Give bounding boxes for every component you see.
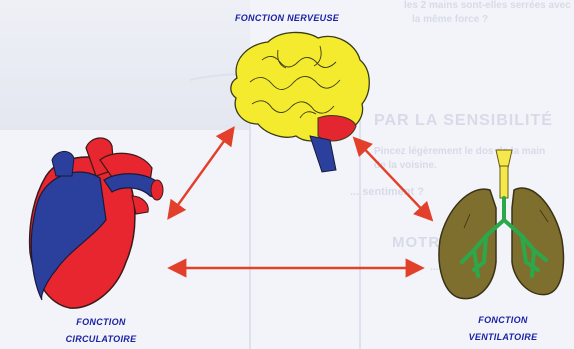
brain-icon bbox=[231, 32, 369, 172]
label-line-1: FONCTION bbox=[448, 312, 558, 329]
arrow-nerveuse-circulatoire bbox=[170, 130, 232, 216]
label-line-1: FONCTION bbox=[46, 314, 156, 331]
label-text: FONCTION NERVEUSE bbox=[235, 13, 339, 23]
label-fonction-nerveuse: FONCTION NERVEUSE bbox=[222, 10, 352, 27]
label-fonction-ventilatoire: FONCTION VENTILATOIRE bbox=[448, 312, 558, 346]
arrow-nerveuse-ventilatoire bbox=[356, 140, 430, 218]
label-fonction-circulatoire: FONCTION CIRCULATOIRE bbox=[46, 314, 156, 348]
heart-icon bbox=[30, 138, 163, 308]
label-line-2: CIRCULATOIRE bbox=[46, 331, 156, 348]
label-line-2: VENTILATOIRE bbox=[448, 329, 558, 346]
lungs-icon bbox=[439, 150, 563, 299]
